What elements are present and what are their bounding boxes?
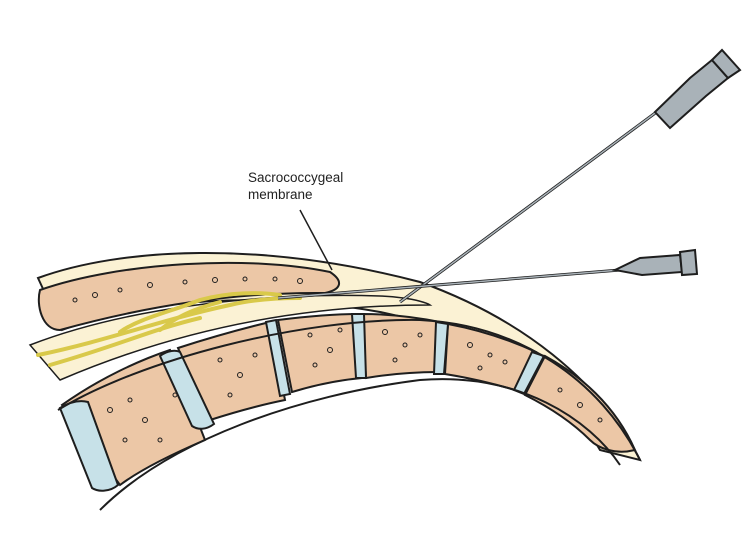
sacral-canal [28, 294, 433, 381]
coccyx [523, 354, 637, 453]
nerve-roots [36, 291, 302, 367]
lower-needle [277, 248, 699, 300]
disc-4 [350, 313, 368, 379]
disc-2 [158, 349, 216, 430]
disc-5 [432, 320, 450, 375]
vertebral-body-4 [360, 312, 442, 380]
annotation-line-2: membrane [248, 187, 313, 202]
lower-syringe-hub [611, 253, 684, 277]
annotation-line-1: Sacrococcygeal [248, 170, 344, 185]
intervertebral-discs [58, 313, 546, 492]
annotation-label: Sacrococcygeal membrane [248, 169, 343, 203]
annotation-leader [299, 209, 333, 271]
upper-syringe-hub [653, 58, 730, 130]
bone-texture [72, 276, 603, 443]
anterior-sacral-outline [57, 318, 641, 461]
upper-needle [399, 48, 742, 304]
anterior-sacral-outer [99, 378, 621, 511]
vertebral-bodies [60, 312, 637, 487]
disc-3 [264, 318, 292, 398]
